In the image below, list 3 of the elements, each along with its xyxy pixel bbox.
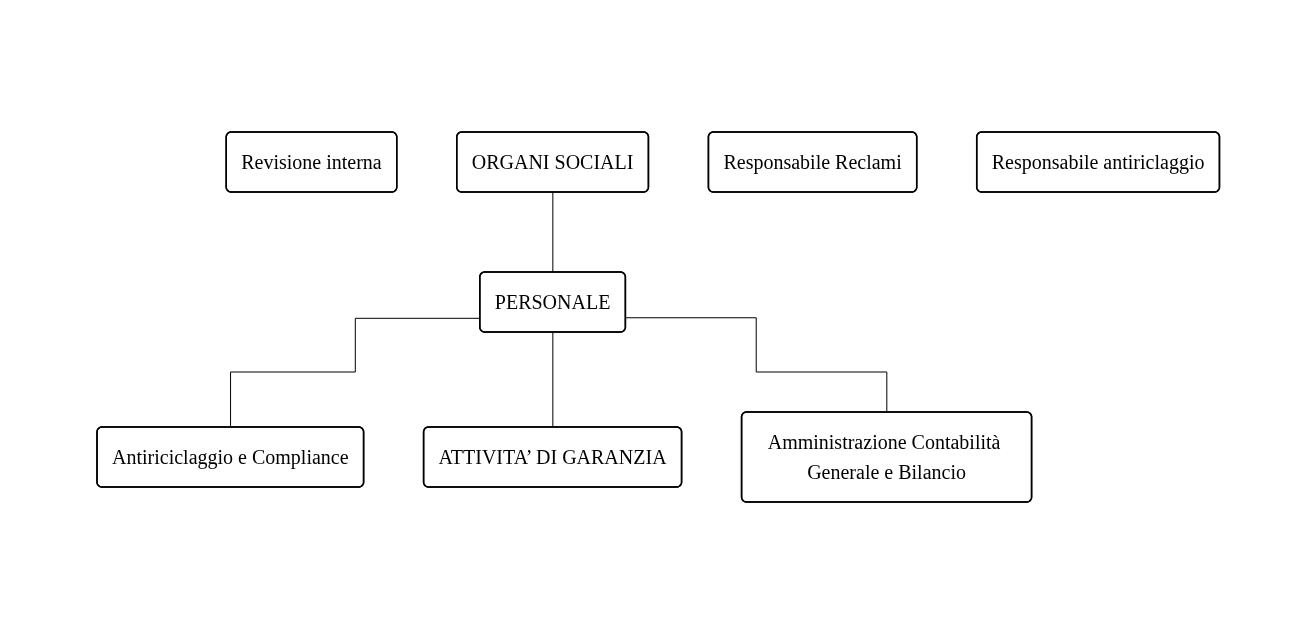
connector bbox=[552, 191, 554, 273]
connector bbox=[552, 331, 554, 428]
connector bbox=[625, 316, 888, 413]
